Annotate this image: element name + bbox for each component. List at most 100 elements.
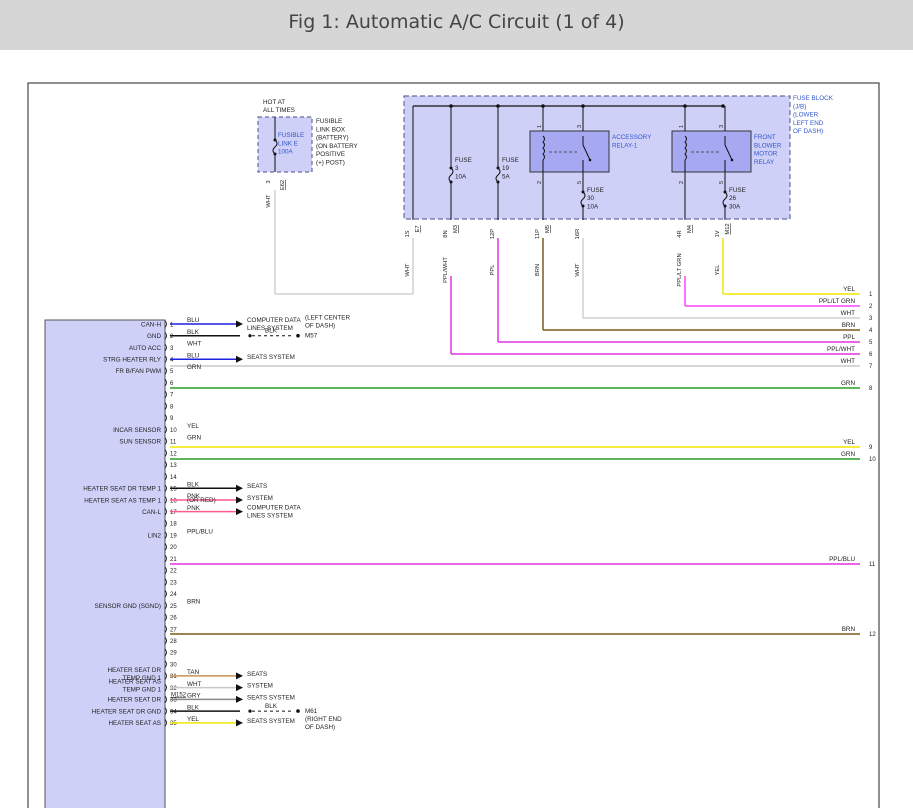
arrow-31 <box>236 672 243 680</box>
module-pin-bracket <box>164 683 167 692</box>
fusible-link-box-label: LINK BOX <box>316 126 346 133</box>
module-pin-15: 15 <box>170 487 177 493</box>
fusible-link-box-label: FUSIBLE <box>316 118 342 125</box>
fusible-link-box <box>257 116 313 173</box>
fuse-19-symbol-dot <box>496 166 500 170</box>
fusible-link-symbol-dot <box>273 138 277 142</box>
wire-color-label-17: PNK <box>187 505 201 512</box>
module-pin-11: 11 <box>170 440 177 446</box>
blower-relay-pin3: 3 <box>719 125 725 128</box>
dest-label-16: SYSTEM <box>247 495 273 502</box>
fusible-link-wire: WHT <box>266 194 272 208</box>
module-pin-29: 29 <box>170 651 177 657</box>
blower-relay-pin2: 2 <box>679 181 685 184</box>
accessory-relay-pin1: 1 <box>537 125 543 128</box>
module-label-19: LIN2 <box>148 532 162 539</box>
dest-label-31: SEATS <box>247 671 267 678</box>
module-pin-bracket <box>164 355 167 363</box>
blower-relay-label: BLOWER <box>754 142 782 149</box>
module-pin-26: 26 <box>170 616 177 622</box>
arrow-15 <box>236 484 243 492</box>
dest-label-1: LINES SYSTEM <box>247 325 293 332</box>
module-pin-bracket <box>164 437 167 446</box>
module-pin-bracket <box>164 672 167 680</box>
fuse-block-pin-12P: 12P <box>490 229 496 239</box>
accessory-relay-fuse-dot <box>581 190 585 194</box>
module-pin-7: 7 <box>170 393 174 399</box>
accessory-relay-fuse-label: FUSE <box>587 187 604 194</box>
module-label-11: SUN SENSOR <box>119 439 161 446</box>
module-label-3: AUTO ACC <box>129 345 162 352</box>
module-label-32: HEATER SEAT AS <box>109 679 162 686</box>
output-number-8: 8 <box>869 386 873 392</box>
module-pin-bracket <box>164 367 167 375</box>
output-number-5: 5 <box>869 340 873 346</box>
output-wire-label-11: PPL/BLU <box>829 556 855 563</box>
module-pin-bracket <box>164 707 167 715</box>
ground-wire-label-2: BLK <box>265 328 278 335</box>
fuse-block-label: FUSE BLOCK <box>793 95 834 102</box>
module-pin-17: 17 <box>170 510 177 516</box>
blower-relay-label: RELAY <box>754 159 775 166</box>
accessory-relay-box <box>529 130 610 173</box>
arrow-17 <box>236 508 243 516</box>
fuse-block-conn-E7: E7 <box>415 225 421 232</box>
ground-dot-2 <box>248 334 252 338</box>
module-pin-bracket <box>164 331 167 340</box>
module-pin-bracket <box>164 507 167 516</box>
module-pin-31: 31 <box>170 674 177 680</box>
fuse-block-pin-1V: 1V <box>715 230 721 237</box>
module-pin-34: 34 <box>170 709 177 715</box>
module-pin-bracket <box>164 496 167 504</box>
module-pin-bracket <box>164 320 167 328</box>
accessory-relay-fuse-label: 10A <box>587 203 599 210</box>
module-pin-10: 10 <box>170 428 177 434</box>
blower-relay-box <box>671 130 752 173</box>
blower-relay-fuse-dot <box>723 190 727 194</box>
module-pin-bracket <box>164 613 167 622</box>
module-pin-13: 13 <box>170 463 177 469</box>
module-pin-bracket <box>164 695 167 704</box>
fuse-block-conn-M3: M3 <box>453 225 459 233</box>
output-wire-label-12: BRN <box>842 626 856 633</box>
fusible-link-conn: E62 <box>280 180 286 190</box>
wire-color-label-2: BLK <box>187 329 200 336</box>
fuse-3-symbol <box>448 167 454 183</box>
module-pin-30: 30 <box>170 662 177 668</box>
wire-color-label-1: BLU <box>187 317 200 324</box>
accessory-relay-sw-arm <box>582 144 591 161</box>
module-pin-24: 24 <box>170 592 177 598</box>
output-wire-label-5: PPL <box>843 334 855 341</box>
wire-color-label-25: BRN <box>187 599 201 606</box>
module-pin-4: 4 <box>170 357 174 363</box>
fusible-link-box-label: (+) POST) <box>316 160 345 167</box>
module-pin-5: 5 <box>170 369 174 375</box>
module-pin-16: 16 <box>170 498 177 504</box>
module-pin-25: 25 <box>170 604 177 610</box>
module-pin-6: 6 <box>170 381 174 387</box>
accessory-relay-sw-dot <box>588 158 592 162</box>
module-pin-28: 28 <box>170 639 177 645</box>
fuse-block-wire-12P: PPL <box>490 264 496 276</box>
module-pin-2: 2 <box>170 334 174 340</box>
accessory-relay-pin5: 5 <box>577 181 583 184</box>
module-pin-bracket <box>164 636 167 645</box>
module-label-35: HEATER SEAT AS <box>109 720 162 727</box>
dest-label-1: COMPUTER DATA <box>247 317 301 324</box>
hot-at-all-times-label: ALL TIMES <box>263 107 295 114</box>
fuse-3-label: FUSE <box>455 157 472 164</box>
output-wire-label-8: GRN <box>841 380 855 387</box>
wire-color-label-32: WHT <box>187 681 201 688</box>
output-number-7: 7 <box>869 364 873 370</box>
blower-relay-sw-arm <box>724 144 733 161</box>
wire-color-label-3: WHT <box>187 341 201 348</box>
module-pin-bracket <box>164 601 167 610</box>
blower-relay-fuse-label: 26 <box>729 195 737 202</box>
module-pin-bracket <box>164 378 167 387</box>
module-pin-9: 9 <box>170 416 174 422</box>
fusible-link-box-label: (ON BATTERY <box>316 143 359 150</box>
fusible-link-inside-label: FUSIBLE <box>278 132 304 139</box>
figure-title: Fig 1: Automatic A/C Circuit (1 of 4) <box>288 11 625 33</box>
arrow-32 <box>236 684 243 692</box>
